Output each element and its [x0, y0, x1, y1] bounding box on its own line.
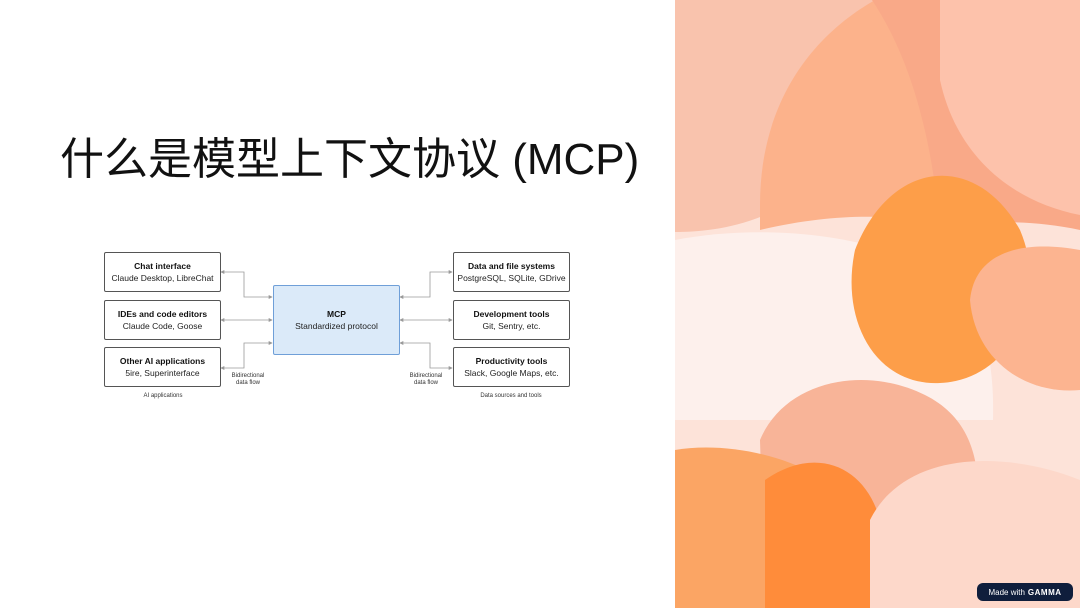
decorative-art-panel: [675, 0, 1080, 608]
box-subtitle: Slack, Google Maps, etc.: [464, 368, 559, 378]
mcp-diagram: Chat interface Claude Desktop, LibreChat…: [100, 248, 580, 408]
box-subtitle: 5ire, Superinterface: [125, 368, 200, 378]
right-flow-label: Bidirectional data flow: [396, 373, 456, 387]
box-mcp: MCP Standardized protocol: [273, 285, 400, 355]
box-title: Chat interface: [134, 261, 191, 271]
box-data-file-systems: Data and file systems PostgreSQL, SQLite…: [453, 252, 570, 292]
box-productivity-tools: Productivity tools Slack, Google Maps, e…: [453, 347, 570, 387]
box-subtitle: Claude Code, Goose: [122, 321, 203, 331]
abstract-shapes-image: [675, 0, 1080, 608]
box-ide-editors: IDEs and code editors Claude Code, Goose: [104, 300, 221, 340]
gamma-logo: GAMMA: [1027, 587, 1062, 597]
box-title: MCP: [327, 309, 346, 319]
connector-mcp-prod: [399, 341, 453, 370]
flow-label-line: data flow: [413, 380, 438, 386]
connector-chat-mcp: [220, 270, 273, 299]
box-subtitle: Standardized protocol: [295, 321, 378, 331]
connector-other-mcp: [220, 341, 273, 370]
diagram-connectors: [220, 270, 453, 370]
connector-mcp-data: [399, 270, 453, 299]
flow-label-line: data flow: [235, 380, 260, 386]
slide-title: 什么是模型上下文协议 (MCP): [60, 135, 640, 184]
flow-label-line: Bidirectional: [409, 373, 443, 379]
box-title: Other AI applications: [119, 356, 206, 366]
right-group-label: Data sources and tools: [480, 393, 542, 399]
left-flow-label: Bidirectional data flow: [218, 373, 278, 387]
left-group-label: AI applications: [143, 393, 183, 399]
box-title: IDEs and code editors: [117, 309, 208, 319]
box-title: Development tools: [473, 309, 550, 319]
badge-prefix: Made with: [988, 587, 1025, 597]
box-title: Data and file systems: [468, 261, 555, 271]
box-subtitle: PostgreSQL, SQLite, GDrive: [457, 273, 566, 283]
made-with-gamma-badge[interactable]: Made with GAMMA: [977, 583, 1073, 601]
box-title: Productivity tools: [475, 356, 548, 366]
box-development-tools: Development tools Git, Sentry, etc.: [453, 300, 570, 340]
box-chat-interface: Chat interface Claude Desktop, LibreChat: [104, 252, 221, 292]
box-other-ai-apps: Other AI applications 5ire, Superinterfa…: [104, 347, 221, 387]
box-subtitle: Claude Desktop, LibreChat: [111, 273, 214, 283]
flow-label-line: Bidirectional: [231, 373, 265, 379]
box-subtitle: Git, Sentry, etc.: [482, 321, 541, 331]
